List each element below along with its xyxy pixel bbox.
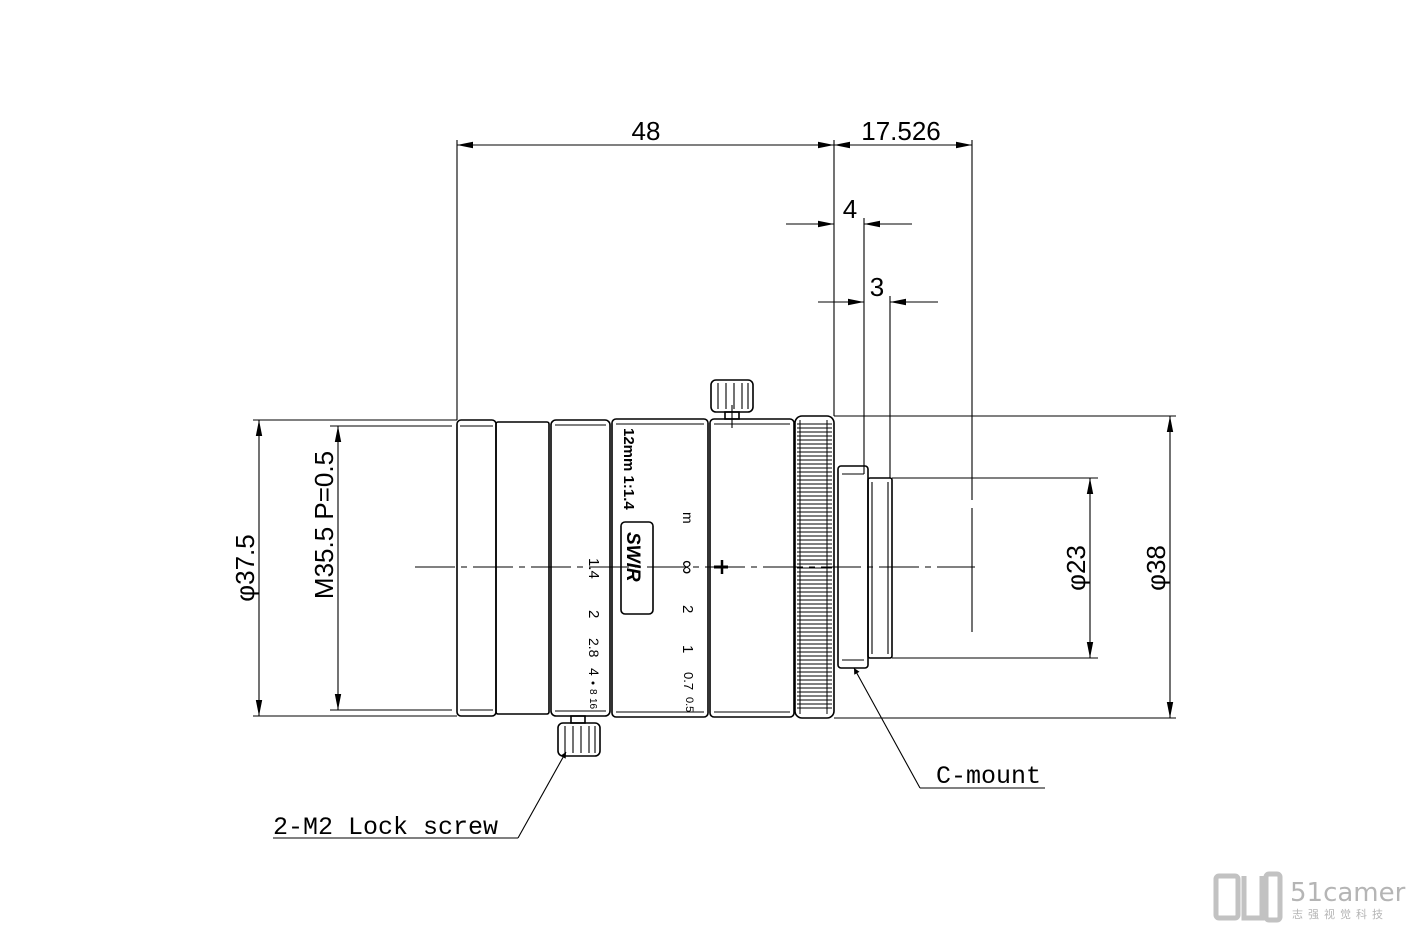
lock-screw-label: 2-M2 Lock screw: [273, 813, 498, 842]
watermark-logo-icon: [1213, 871, 1283, 923]
engraved-barrel: [611, 418, 709, 718]
dim-38-label: φ38: [1141, 545, 1171, 591]
dim-body-diameter: φ38: [834, 415, 1176, 719]
watermark-tagline: 志强视觉科技: [1292, 907, 1388, 921]
front-barrel: [495, 421, 550, 715]
dim-flange-4: 4: [786, 194, 912, 474]
front-ring: [456, 419, 497, 717]
knurled-ring: [794, 415, 835, 719]
engraving: 12mm 1:1.4 SWIR m ∞ 2 1 0.7 0.5 1.4 2 2.…: [585, 428, 728, 712]
focus-mark-inf: ∞: [676, 560, 698, 574]
dim-mount-length: 17.526: [834, 116, 973, 632]
watermark-brand: 51camera: [1290, 878, 1406, 908]
lock-screw-top: [710, 379, 754, 428]
dim-total-length: 48: [456, 116, 835, 420]
dim-thread-label: M35.5 P=0.5: [309, 451, 339, 599]
dim-front-diameter: φ37.5: [230, 419, 457, 717]
focus-mark-1: 1: [679, 645, 696, 653]
dim-17526-label: 17.526: [861, 116, 941, 146]
lock-screw-bottom: [557, 715, 601, 757]
focus-barrel: [709, 418, 795, 718]
watermark: 51camera 志强视觉科技: [1213, 871, 1406, 923]
focus-unit: m: [680, 512, 696, 524]
engraving-focal: 12mm 1:1.4: [620, 428, 637, 510]
dim-mount-diameter: φ23: [892, 477, 1098, 659]
callout-lock-screw: 2-M2 Lock screw: [273, 751, 567, 842]
aperture-mark-14: 1.4: [585, 558, 602, 579]
aperture-mark-16: 16: [587, 698, 598, 710]
focus-mark-07: 0.7: [681, 672, 696, 690]
mount-thread: [867, 477, 893, 659]
dim-3-label: 3: [870, 272, 884, 302]
knurl-lines: [797, 420, 832, 714]
lens-body: [456, 415, 893, 719]
dim-filter-thread: M35.5 P=0.5: [309, 425, 452, 711]
focus-mark-2: 2: [679, 605, 696, 613]
focus-mark-05: 0.5: [683, 697, 695, 712]
aperture-mark-4: 4: [586, 668, 602, 676]
dim-375-label: φ37.5: [230, 534, 260, 601]
callout-c-mount: C-mount: [853, 667, 1045, 791]
dim-4-label: 4: [843, 194, 857, 224]
engraving-sensor: SWIR: [622, 532, 643, 582]
aperture-mark-28: 2.8: [586, 638, 602, 658]
dim-flange-3: 3: [818, 272, 938, 478]
aperture-mark-2: 2: [585, 610, 602, 618]
swir-badge: [620, 521, 654, 615]
c-mount-label: C-mount: [936, 762, 1041, 791]
dim-48-label: 48: [632, 116, 661, 146]
dim-23-label: φ23: [1061, 545, 1091, 591]
aperture-mark-8: 8: [587, 689, 598, 695]
